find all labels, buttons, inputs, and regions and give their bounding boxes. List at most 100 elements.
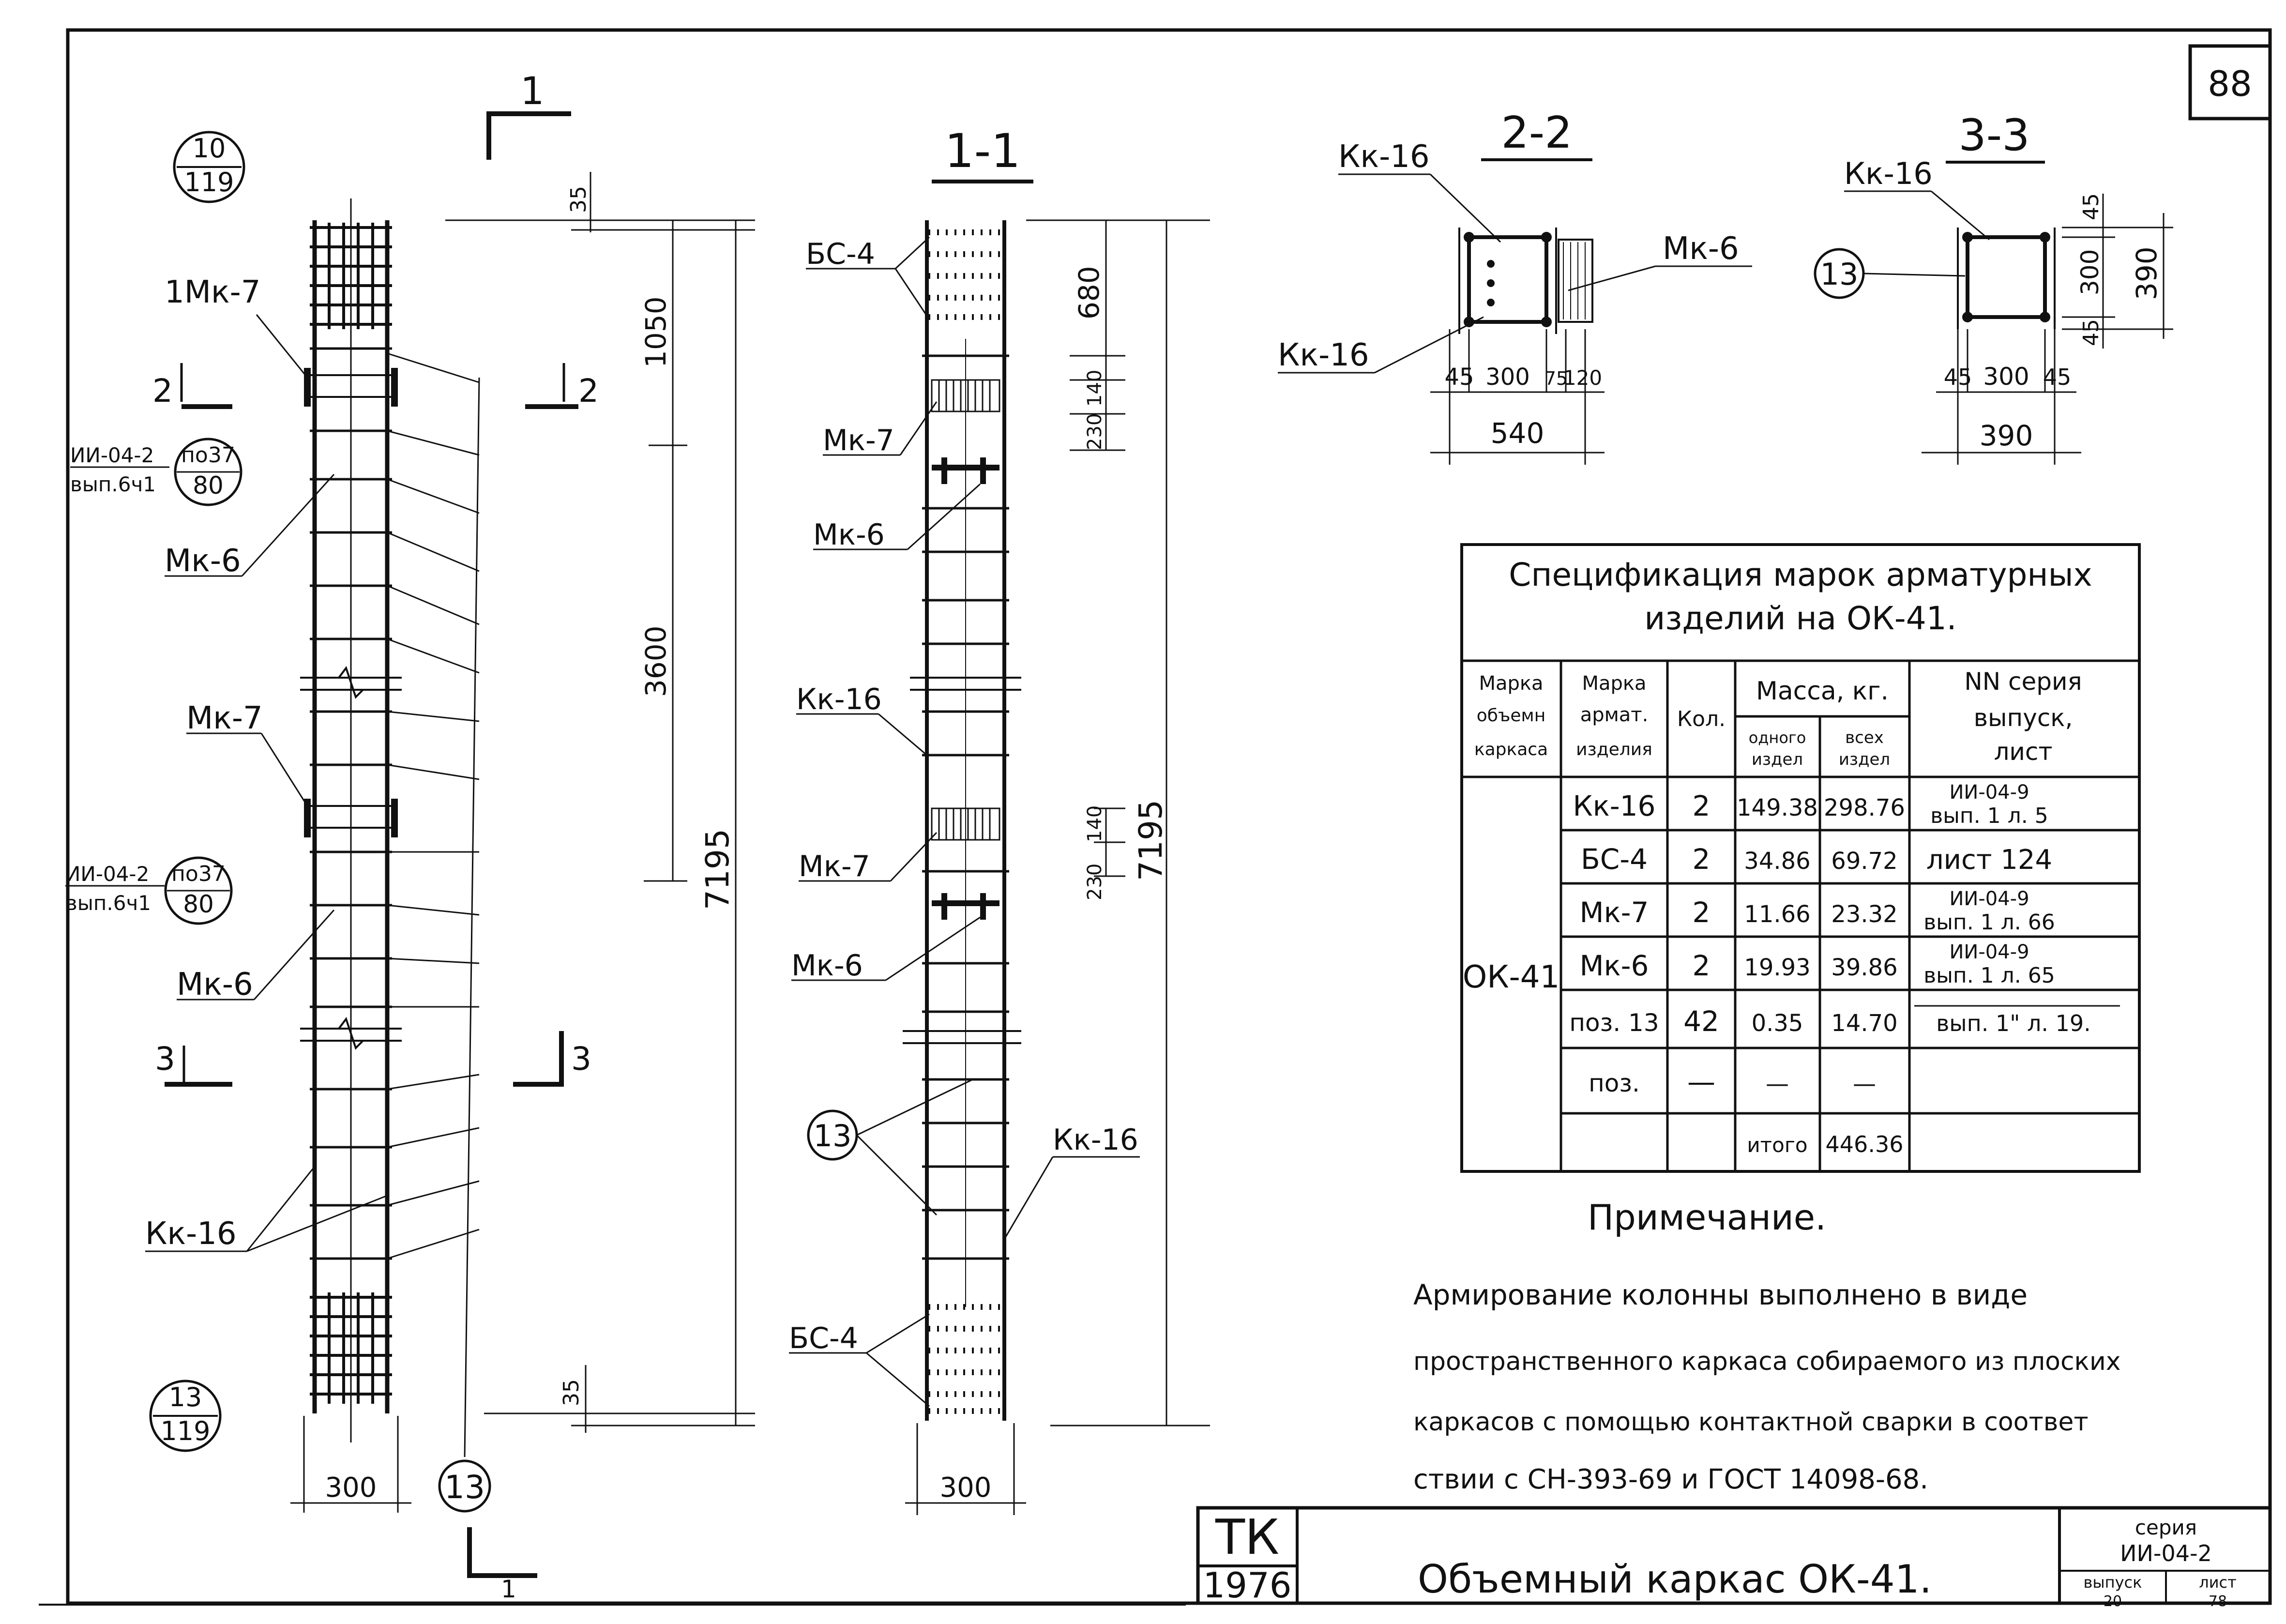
svg-text:Масса, кг.: Масса, кг. bbox=[1756, 677, 1889, 706]
svg-text:—: — bbox=[1853, 1070, 1876, 1097]
plate-mk7-mid bbox=[304, 799, 398, 837]
label-mk7-mid: Мк-7 bbox=[186, 700, 263, 736]
spec-row: поз. — — — bbox=[1589, 1065, 1876, 1098]
svg-text:каркаса: каркаса bbox=[1474, 740, 1548, 759]
svg-text:19.93: 19.93 bbox=[1744, 954, 1810, 981]
title-series: ИИ-04-2 bbox=[2120, 1540, 2212, 1566]
mesh-bottom bbox=[310, 1292, 392, 1404]
spec-row: БС-4 2 34.86 69.72 лист 124 bbox=[1581, 843, 2052, 876]
svg-text:3: 3 bbox=[155, 1040, 175, 1078]
spec-row-total: итого 446.36 bbox=[1747, 1131, 1903, 1157]
svg-text:446.36: 446.36 bbox=[1826, 1131, 1904, 1157]
svg-text:вып. 1 л. 5: вып. 1 л. 5 bbox=[1930, 804, 2048, 828]
svg-text:ИИ-04-9: ИИ-04-9 bbox=[1949, 941, 2029, 963]
svg-text:NN серия: NN серия bbox=[1964, 668, 2082, 696]
spec-frame-mark: ОК-41 bbox=[1463, 959, 1559, 995]
ref-mid: ИИ-04-2 вып.6ч1 по37 80 bbox=[65, 856, 233, 925]
callout-top-sheet: 119 bbox=[184, 167, 234, 197]
s11-label-pos13: 13 bbox=[814, 1118, 852, 1153]
callout-top-num: 10 bbox=[193, 133, 226, 164]
spec-table: Спецификация марок арматурных изделий на… bbox=[1460, 543, 2141, 1173]
note-block: Примечание. Армирование колонны выполнен… bbox=[1413, 1197, 2121, 1495]
svg-text:2: 2 bbox=[152, 372, 173, 410]
svg-text:ИИ-04-2: ИИ-04-2 bbox=[65, 862, 149, 886]
title-series-label: серия bbox=[2135, 1516, 2197, 1539]
dim-300: 300 bbox=[325, 1472, 377, 1503]
s11-mesh-bottom bbox=[928, 1304, 1003, 1414]
s11-dim-7195: 7195 bbox=[1132, 800, 1169, 881]
title-year: 1976 bbox=[1203, 1565, 1291, 1606]
cut-3-right: 3 bbox=[513, 1031, 591, 1087]
s11-dim-230-top: 230 bbox=[1084, 413, 1106, 450]
ref-top: ИИ-04-2 вып.6ч1 по37 80 bbox=[70, 438, 242, 506]
cut-2-right: 2 bbox=[525, 363, 599, 410]
svg-text:1: 1 bbox=[520, 70, 545, 113]
note-line-1: Армирование колонны выполнено в виде bbox=[1413, 1278, 2028, 1311]
svg-text:69.72: 69.72 bbox=[1831, 848, 1897, 875]
title-issue: 20 bbox=[2104, 1593, 2122, 1610]
section-1-1: 1-1 bbox=[789, 124, 1210, 1515]
spec-title-2: изделий на ОК-41. bbox=[1644, 600, 1956, 637]
svg-text:Кк-16: Кк-16 bbox=[1573, 789, 1656, 822]
svg-text:ИИ-04-9: ИИ-04-9 bbox=[1949, 888, 2029, 910]
s33-dim-300: 300 bbox=[1983, 363, 2029, 391]
label-mk7-top: 1Мк-7 bbox=[165, 274, 260, 310]
svg-text:298.76: 298.76 bbox=[1824, 794, 1905, 821]
svg-text:выпуск,: выпуск, bbox=[1974, 704, 2073, 732]
svg-text:Кол.: Кол. bbox=[1677, 707, 1726, 731]
svg-text:изделия: изделия bbox=[1576, 740, 1652, 759]
s22-dim-45: 45 bbox=[1444, 364, 1474, 391]
s11-label-mk6-mid: Мк-6 bbox=[791, 949, 863, 983]
svg-text:39.86: 39.86 bbox=[1831, 954, 1897, 981]
callout-bottom-sheet: 119 bbox=[160, 1416, 210, 1446]
svg-text:14.70: 14.70 bbox=[1831, 1010, 1897, 1037]
svg-text:вып. 1 л. 66: вып. 1 л. 66 bbox=[1923, 910, 2055, 935]
svg-text:—: — bbox=[1766, 1070, 1789, 1097]
s22-dim-75: 75 bbox=[1544, 368, 1568, 389]
s11-label-kk16-right: Кк-16 bbox=[1053, 1123, 1138, 1157]
s22-dims bbox=[1430, 329, 1605, 465]
sheet-frame: 88 bbox=[39, 28, 2272, 1606]
svg-text:БС-4: БС-4 bbox=[1581, 843, 1648, 876]
svg-text:Марка: Марка bbox=[1582, 672, 1646, 695]
s11-label-bs4-bottom: БС-4 bbox=[789, 1321, 858, 1355]
dims-main bbox=[290, 172, 755, 1513]
svg-text:—: — bbox=[1687, 1065, 1715, 1098]
main-elevation: 13 10 119 13 119 1 1 2 2 bbox=[65, 70, 755, 1603]
svg-text:80: 80 bbox=[183, 890, 214, 918]
s11-dim-230-mid: 230 bbox=[1084, 864, 1106, 900]
svg-text:Марка: Марка bbox=[1479, 672, 1543, 695]
cut-1-bottom: 1 bbox=[467, 1527, 537, 1603]
title-sheet: 78 bbox=[2209, 1593, 2227, 1610]
s33-label-kk16: Кк-16 bbox=[1844, 156, 1933, 191]
label-kk16: Кк-16 bbox=[145, 1216, 237, 1252]
svg-text:34.86: 34.86 bbox=[1744, 848, 1810, 875]
s11-dim-140-top: 140 bbox=[1084, 370, 1106, 407]
label-mk6-top: Мк-6 bbox=[165, 543, 241, 579]
label-mk6-mid: Мк-6 bbox=[177, 967, 253, 1002]
spec-row: Кк-16 2 149.38 298.76 ИИ-04-9 вып. 1 л. … bbox=[1573, 781, 2048, 828]
s11-mesh-top bbox=[928, 229, 1003, 320]
s33-vdim-45b: 45 bbox=[2079, 319, 2104, 346]
svg-text:поз.: поз. bbox=[1589, 1069, 1640, 1097]
svg-text:Мк-6: Мк-6 bbox=[1580, 949, 1649, 982]
svg-text:0.35: 0.35 bbox=[1752, 1010, 1803, 1037]
spec-title-1: Спецификация марок арматурных bbox=[1509, 556, 2092, 593]
section-3-3-title: 3-3 bbox=[1959, 110, 2030, 161]
s22-label-kk16-top: Кк-16 bbox=[1338, 139, 1430, 175]
s33-dim-45b: 45 bbox=[2043, 364, 2072, 390]
s22-dim-120: 120 bbox=[1563, 366, 1602, 390]
title-sheet-label: лист bbox=[2199, 1573, 2236, 1592]
s11-mk7-mid bbox=[931, 807, 1000, 841]
svg-text:2: 2 bbox=[578, 372, 599, 410]
s11-dim-140-mid: 140 bbox=[1084, 805, 1106, 842]
svg-text:ИИ-04-2: ИИ-04-2 bbox=[70, 443, 154, 467]
svg-text:одного: одного bbox=[1749, 729, 1806, 747]
svg-text:11.66: 11.66 bbox=[1744, 901, 1810, 928]
s22-dim-540: 540 bbox=[1491, 417, 1544, 450]
svg-text:итого: итого bbox=[1747, 1133, 1807, 1157]
section-2-2: 2-2 Кк-16 Кк-16 Мк-6 45 300 bbox=[1278, 107, 1752, 465]
note-line-4: ствии с СН-393-69 и ГОСТ 14098-68. bbox=[1413, 1464, 1928, 1495]
s11-label-mk6-top: Мк-6 bbox=[813, 518, 885, 552]
